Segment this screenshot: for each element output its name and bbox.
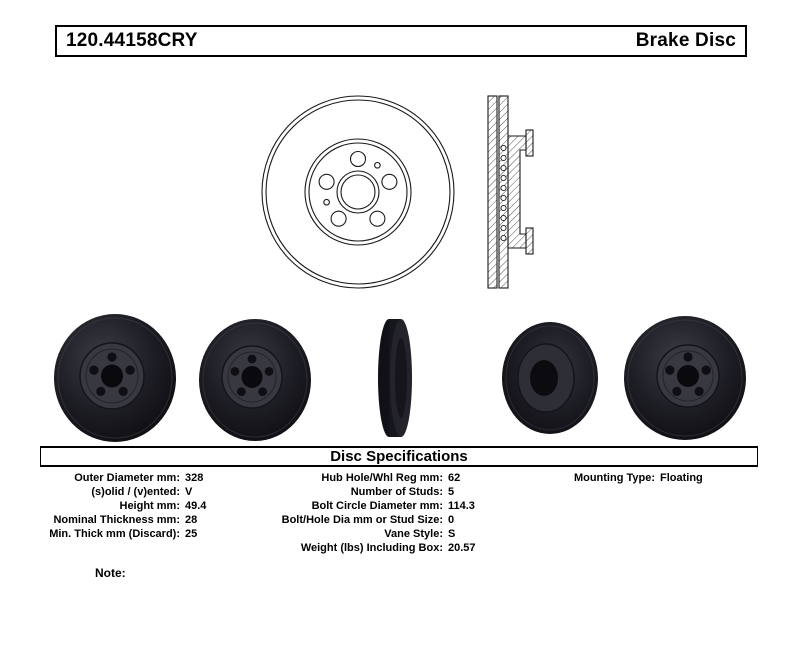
disc-photo-angled-rear <box>502 322 598 434</box>
spec-label: Mounting Type: <box>573 472 655 484</box>
spec-value: 0 <box>448 514 455 526</box>
spec-label: Hub Hole/Whl Reg mm: <box>321 472 443 484</box>
spec-section-header: Disc Specifications <box>40 446 758 467</box>
spec-value: V <box>185 486 193 498</box>
part-number: 120.44158CRY <box>66 30 198 51</box>
spec-value: 28 <box>185 514 198 526</box>
spec-value: 25 <box>185 528 198 540</box>
brake-disc-cross-section-drawing <box>487 95 534 289</box>
spec-label: Bolt/Hole Dia mm or Stud Size: <box>281 514 443 526</box>
spec-row-hub-hole: Hub Hole/Whl Reg mm: 62 <box>278 471 476 485</box>
spec-label: (s)olid / (v)ented: <box>91 486 180 498</box>
spec-label: Weight (lbs) Including Box: <box>300 542 443 554</box>
spec-value: 62 <box>448 472 461 484</box>
spec-row-solid-vented: (s)olid / (v)ented: V <box>40 485 206 499</box>
spec-label: Vane Style: <box>384 528 443 540</box>
spec-row-mounting-type: Mounting Type: Floating <box>570 471 703 485</box>
product-title: Brake Disc <box>635 30 736 51</box>
note-label: Note: <box>95 566 126 580</box>
spec-value: 328 <box>185 472 204 484</box>
spec-value: 114.3 <box>448 500 475 512</box>
spec-value: 20.57 <box>448 542 476 554</box>
spec-row-min-thickness: Min. Thick mm (Discard): 25 <box>40 527 206 541</box>
spec-column-middle: Hub Hole/Whl Reg mm: 62 Number of Studs:… <box>278 471 476 555</box>
spec-row-bolt-hole-dia: Bolt/Hole Dia mm or Stud Size: 0 <box>278 513 476 527</box>
spec-value: S <box>448 528 456 540</box>
spec-value: Floating <box>660 472 703 484</box>
spec-row-outer-diameter: Outer Diameter mm: 328 <box>40 471 206 485</box>
disc-photo-edge-view <box>378 319 412 437</box>
spec-column-right: Mounting Type: Floating <box>570 471 703 485</box>
spec-value: 49.4 <box>185 500 207 512</box>
spec-section-title: Disc Specifications <box>330 448 468 465</box>
spec-row-bolt-circle-diameter: Bolt Circle Diameter mm: 114.3 <box>278 499 476 513</box>
spec-column-left: Outer Diameter mm: 328 (s)olid / (v)ente… <box>40 471 206 541</box>
disc-photo-angled-front-right <box>624 316 746 440</box>
disc-photo-angled-front-left <box>54 314 176 442</box>
spec-row-number-of-studs: Number of Studs: 5 <box>278 485 476 499</box>
spec-label: Min. Thick mm (Discard): <box>49 528 180 540</box>
spec-row-weight: Weight (lbs) Including Box: 20.57 <box>278 541 476 555</box>
spec-label: Bolt Circle Diameter mm: <box>311 500 443 512</box>
spec-label: Nominal Thickness mm: <box>53 514 180 526</box>
spec-value: 5 <box>448 486 455 498</box>
disc-photo-angled-front <box>199 319 311 441</box>
spec-row-nominal-thickness: Nominal Thickness mm: 28 <box>40 513 206 527</box>
spec-row-vane-style: Vane Style: S <box>278 527 476 541</box>
spec-row-height: Height mm: 49.4 <box>40 499 207 513</box>
spec-label: Height mm: <box>119 500 181 512</box>
brake-disc-front-view-drawing <box>261 95 455 289</box>
header-bar: 120.44158CRY Brake Disc <box>55 25 747 57</box>
spec-label: Outer Diameter mm: <box>74 472 180 484</box>
spec-label: Number of Studs: <box>350 486 443 498</box>
